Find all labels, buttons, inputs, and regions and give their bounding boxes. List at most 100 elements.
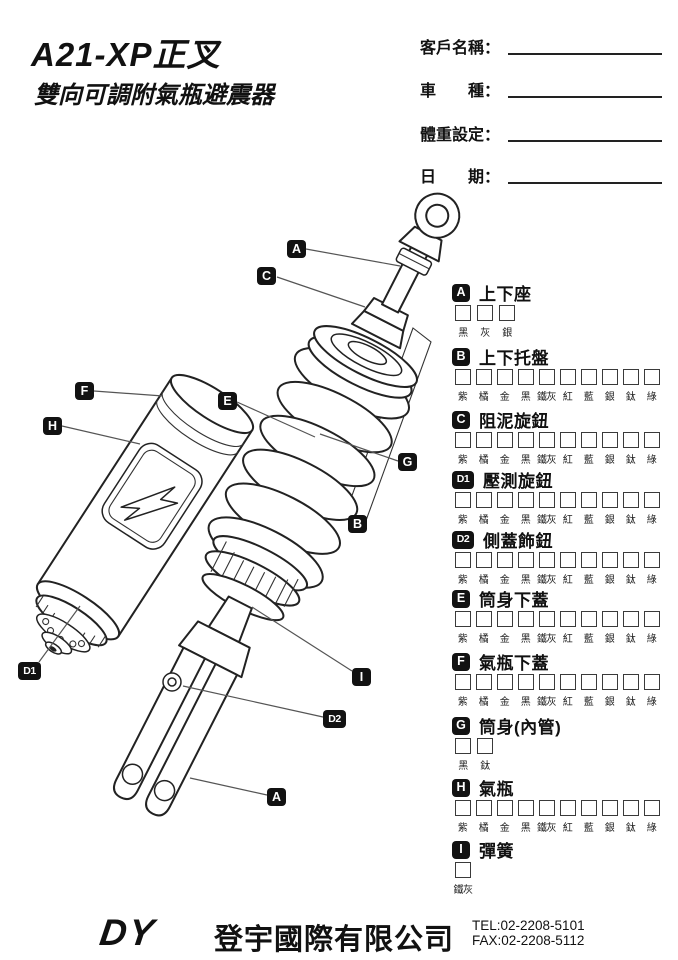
color-checkbox-黑[interactable] bbox=[517, 800, 534, 816]
color-checkbox-鈦[interactable] bbox=[622, 369, 639, 385]
color-checkbox-橘[interactable] bbox=[475, 674, 492, 690]
company-name: 登宇國際有限公司 bbox=[214, 924, 455, 956]
color-checkbox-鈦[interactable] bbox=[622, 492, 639, 508]
color-checkbox-橘[interactable] bbox=[475, 369, 492, 385]
color-checkbox-紅[interactable] bbox=[559, 552, 576, 568]
color-checkbox-灰[interactable] bbox=[477, 305, 493, 321]
color-checkbox-紫[interactable] bbox=[454, 611, 471, 627]
color-checkbox-鐵灰[interactable] bbox=[538, 800, 555, 816]
color-checkbox-金[interactable] bbox=[496, 492, 513, 508]
main-shock-group bbox=[112, 192, 461, 817]
color-checkbox-橘[interactable] bbox=[475, 492, 492, 508]
vehicle-model-input-line[interactable] bbox=[508, 77, 662, 98]
color-checkbox-金[interactable] bbox=[496, 611, 513, 627]
color-checkbox-銀[interactable] bbox=[601, 552, 618, 568]
field-label: 客戶名稱： bbox=[420, 40, 501, 57]
coil-spring bbox=[207, 347, 411, 589]
color-checkbox-鈦[interactable] bbox=[622, 800, 639, 816]
color-checkbox-鈦[interactable] bbox=[477, 738, 493, 754]
color-checkbox-鐵灰[interactable] bbox=[538, 432, 555, 448]
color-checkbox-藍[interactable] bbox=[580, 432, 597, 448]
color-checkbox-紫[interactable] bbox=[454, 369, 471, 385]
color-checkbox-鐵灰[interactable] bbox=[538, 611, 555, 627]
color-checkbox-藍[interactable] bbox=[580, 552, 597, 568]
color-checkbox-黑[interactable] bbox=[455, 305, 471, 321]
color-checkbox-橘[interactable] bbox=[475, 611, 492, 627]
color-checkbox-紫[interactable] bbox=[454, 432, 471, 448]
color-checkbox-橘[interactable] bbox=[475, 432, 492, 448]
color-checkbox-橘[interactable] bbox=[475, 552, 492, 568]
color-checkbox-鐵灰[interactable] bbox=[455, 862, 471, 878]
color-checkbox-紅[interactable] bbox=[559, 800, 576, 816]
field-customer-name: 客戶名稱： bbox=[420, 34, 668, 57]
top-spring-seat bbox=[307, 325, 418, 399]
color-checkbox-銀[interactable] bbox=[601, 369, 618, 385]
company-logo: DY bbox=[97, 912, 159, 953]
color-checkbox-藍[interactable] bbox=[580, 369, 597, 385]
color-checkbox-藍[interactable] bbox=[580, 611, 597, 627]
color-checkbox-銀[interactable] bbox=[601, 674, 618, 690]
color-checkbox-綠[interactable] bbox=[643, 432, 660, 448]
date-input-line[interactable] bbox=[508, 163, 662, 184]
color-checkbox-黑[interactable] bbox=[455, 738, 471, 754]
color-checkbox-金[interactable] bbox=[496, 674, 513, 690]
color-checkbox-紅[interactable] bbox=[559, 492, 576, 508]
color-checkbox-金[interactable] bbox=[496, 432, 513, 448]
callout-E: E bbox=[218, 392, 237, 410]
color-checkbox-橘[interactable] bbox=[475, 800, 492, 816]
field-weight-setting: 體重設定： bbox=[420, 121, 668, 144]
color-checkbox-鐵灰[interactable] bbox=[538, 492, 555, 508]
callout-leader-lines bbox=[38, 248, 401, 796]
color-checkbox-金[interactable] bbox=[496, 369, 513, 385]
color-checkbox-綠[interactable] bbox=[643, 369, 660, 385]
color-checkbox-銀[interactable] bbox=[601, 611, 618, 627]
color-checkbox-鈦[interactable] bbox=[622, 611, 639, 627]
color-checkbox-黑[interactable] bbox=[517, 432, 534, 448]
color-checkbox-金[interactable] bbox=[496, 552, 513, 568]
callout-F: F bbox=[75, 382, 94, 400]
color-checkbox-紫[interactable] bbox=[454, 674, 471, 690]
color-checkbox-紅[interactable] bbox=[559, 432, 576, 448]
color-checkbox-鈦[interactable] bbox=[622, 432, 639, 448]
color-checkbox-黑[interactable] bbox=[517, 492, 534, 508]
color-checkbox-紫[interactable] bbox=[454, 800, 471, 816]
color-checkbox-綠[interactable] bbox=[643, 674, 660, 690]
color-checkbox-紅[interactable] bbox=[559, 611, 576, 627]
color-checkbox-銀[interactable] bbox=[601, 432, 618, 448]
color-checkbox-黑[interactable] bbox=[517, 552, 534, 568]
field-label: 車 種： bbox=[420, 83, 501, 100]
callout-D1: D1 bbox=[18, 662, 41, 680]
color-checkbox-黑[interactable] bbox=[517, 369, 534, 385]
callout-B: B bbox=[348, 515, 367, 533]
color-checkbox-綠[interactable] bbox=[643, 800, 660, 816]
color-checkbox-綠[interactable] bbox=[643, 492, 660, 508]
color-checkbox-綠[interactable] bbox=[643, 611, 660, 627]
color-checkbox-鐵灰[interactable] bbox=[538, 674, 555, 690]
callout-I: I bbox=[352, 668, 371, 686]
color-checkbox-銀[interactable] bbox=[499, 305, 515, 321]
color-checkbox-鐵灰[interactable] bbox=[538, 369, 555, 385]
color-checkbox-綠[interactable] bbox=[643, 552, 660, 568]
field-label: 體重設定： bbox=[420, 127, 501, 144]
field-date: 日 期： bbox=[420, 163, 668, 186]
color-checkbox-藍[interactable] bbox=[580, 674, 597, 690]
color-checkbox-鐵灰[interactable] bbox=[538, 552, 555, 568]
color-checkbox-藍[interactable] bbox=[580, 800, 597, 816]
color-checkbox-金[interactable] bbox=[496, 800, 513, 816]
color-checkbox-黑[interactable] bbox=[517, 674, 534, 690]
customer-name-input-line[interactable] bbox=[508, 34, 662, 55]
color-checkbox-紫[interactable] bbox=[454, 492, 471, 508]
color-checkbox-紅[interactable] bbox=[559, 369, 576, 385]
color-checkbox-銀[interactable] bbox=[601, 492, 618, 508]
color-checkbox-藍[interactable] bbox=[580, 492, 597, 508]
color-checkbox-鈦[interactable] bbox=[622, 552, 639, 568]
color-checkbox-紫[interactable] bbox=[454, 552, 471, 568]
color-checkbox-鈦[interactable] bbox=[622, 674, 639, 690]
color-checkbox-黑[interactable] bbox=[517, 611, 534, 627]
shock-rod bbox=[381, 192, 461, 314]
color-checkbox-銀[interactable] bbox=[601, 800, 618, 816]
product-model-title: A21-XP正叉 bbox=[31, 36, 221, 73]
weight-setting-input-line[interactable] bbox=[508, 121, 662, 142]
color-checkbox-紅[interactable] bbox=[559, 674, 576, 690]
